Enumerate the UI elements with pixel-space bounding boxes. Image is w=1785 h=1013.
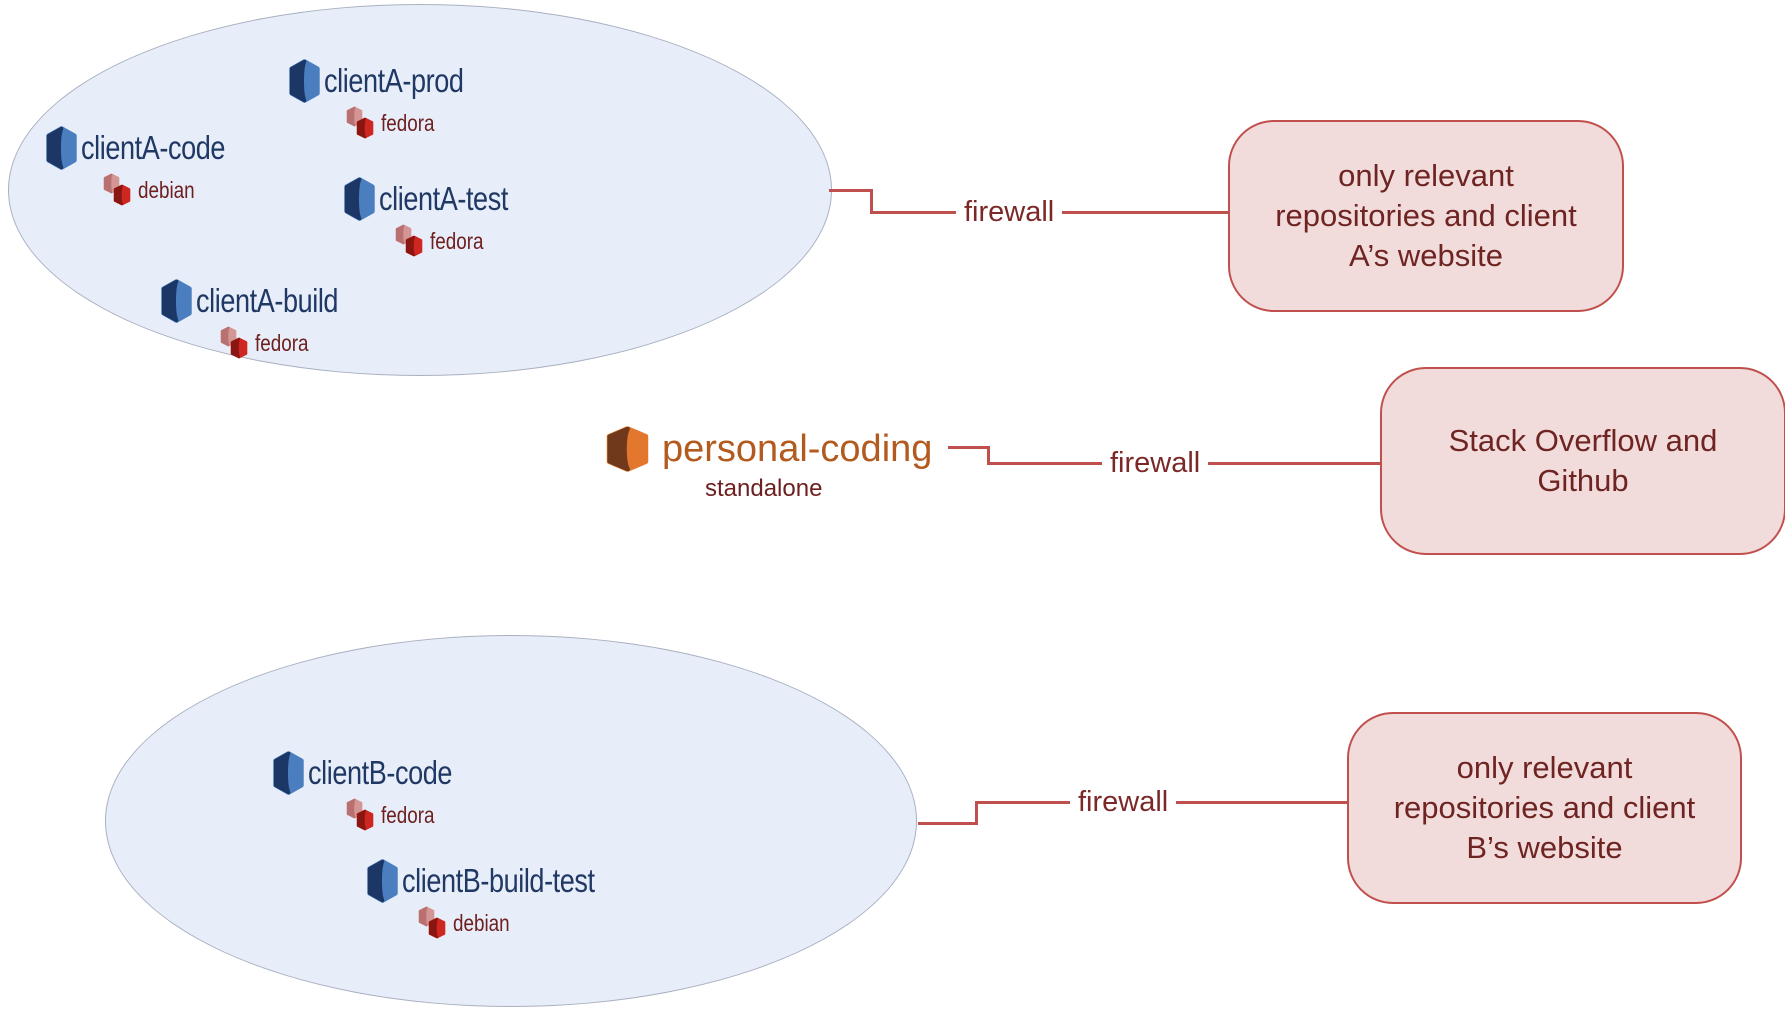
red-cube-icon: [405, 235, 423, 257]
container-cube-icon: [160, 278, 193, 324]
red-cube-icon: [356, 809, 374, 831]
node-label: clientA-build: [196, 282, 339, 319]
node-clientA-build: clientA-build fedora: [160, 278, 369, 360]
node-label: clientB-build-test: [402, 862, 595, 899]
os-label: fedora: [430, 227, 484, 254]
node-clientA-prod: clientA-prod fedora: [288, 58, 494, 140]
red-cube-icon: [356, 117, 374, 139]
firewall-label: firewall: [1102, 445, 1209, 481]
connector-line: [870, 189, 873, 214]
allow-box-clientA: only relevant repositories and client A’…: [1228, 120, 1624, 312]
connector-line: [975, 801, 978, 825]
connector-line: [918, 822, 978, 825]
container-cube-icon: [45, 125, 78, 171]
node-label: clientB-code: [308, 754, 452, 791]
node-label: personal-coding: [662, 427, 933, 470]
connector-line: [987, 446, 990, 465]
container-cube-icon: [272, 750, 305, 796]
node-clientA-code: clientA-code debian: [45, 125, 257, 207]
os-label: fedora: [255, 329, 309, 356]
red-cube-icon: [113, 184, 131, 206]
os-label: debian: [453, 909, 510, 936]
node-label: clientA-prod: [324, 62, 464, 99]
os-label: fedora: [381, 801, 435, 828]
red-cube-icon: [230, 337, 248, 359]
two-cubes-icon: [220, 326, 249, 360]
container-cube-icon: [605, 425, 650, 473]
node-clientA-test: clientA-test fedora: [343, 176, 536, 258]
node-label: clientA-code: [81, 129, 225, 166]
two-cubes-icon: [395, 224, 424, 258]
two-cubes-icon: [103, 173, 132, 207]
two-cubes-icon: [346, 798, 375, 832]
os-label: debian: [138, 176, 195, 203]
connector-line: [948, 446, 990, 449]
container-cube-icon: [288, 58, 321, 104]
two-cubes-icon: [346, 106, 375, 140]
allow-box-clientB: only relevant repositories and client B’…: [1347, 712, 1742, 904]
allow-box-personal: Stack Overflow and Github: [1380, 367, 1785, 555]
node-label: clientA-test: [379, 180, 508, 217]
node-clientB-build-test: clientB-build-test debian: [366, 858, 637, 940]
node-personal-coding: personal-coding standalone: [605, 425, 932, 503]
node-clientB-code: clientB-code fedora: [272, 750, 484, 832]
os-label: standalone: [705, 475, 823, 502]
firewall-label: firewall: [956, 194, 1063, 230]
container-cube-icon: [366, 858, 399, 904]
zone-clientA-ellipse: [8, 4, 832, 376]
connector-line: [829, 189, 872, 192]
two-cubes-icon: [418, 906, 447, 940]
zone-clientB-ellipse: [105, 635, 917, 1007]
container-cube-icon: [343, 176, 376, 222]
firewall-label: firewall: [1070, 784, 1177, 820]
red-cube-icon: [428, 917, 446, 939]
os-label: fedora: [381, 109, 435, 136]
